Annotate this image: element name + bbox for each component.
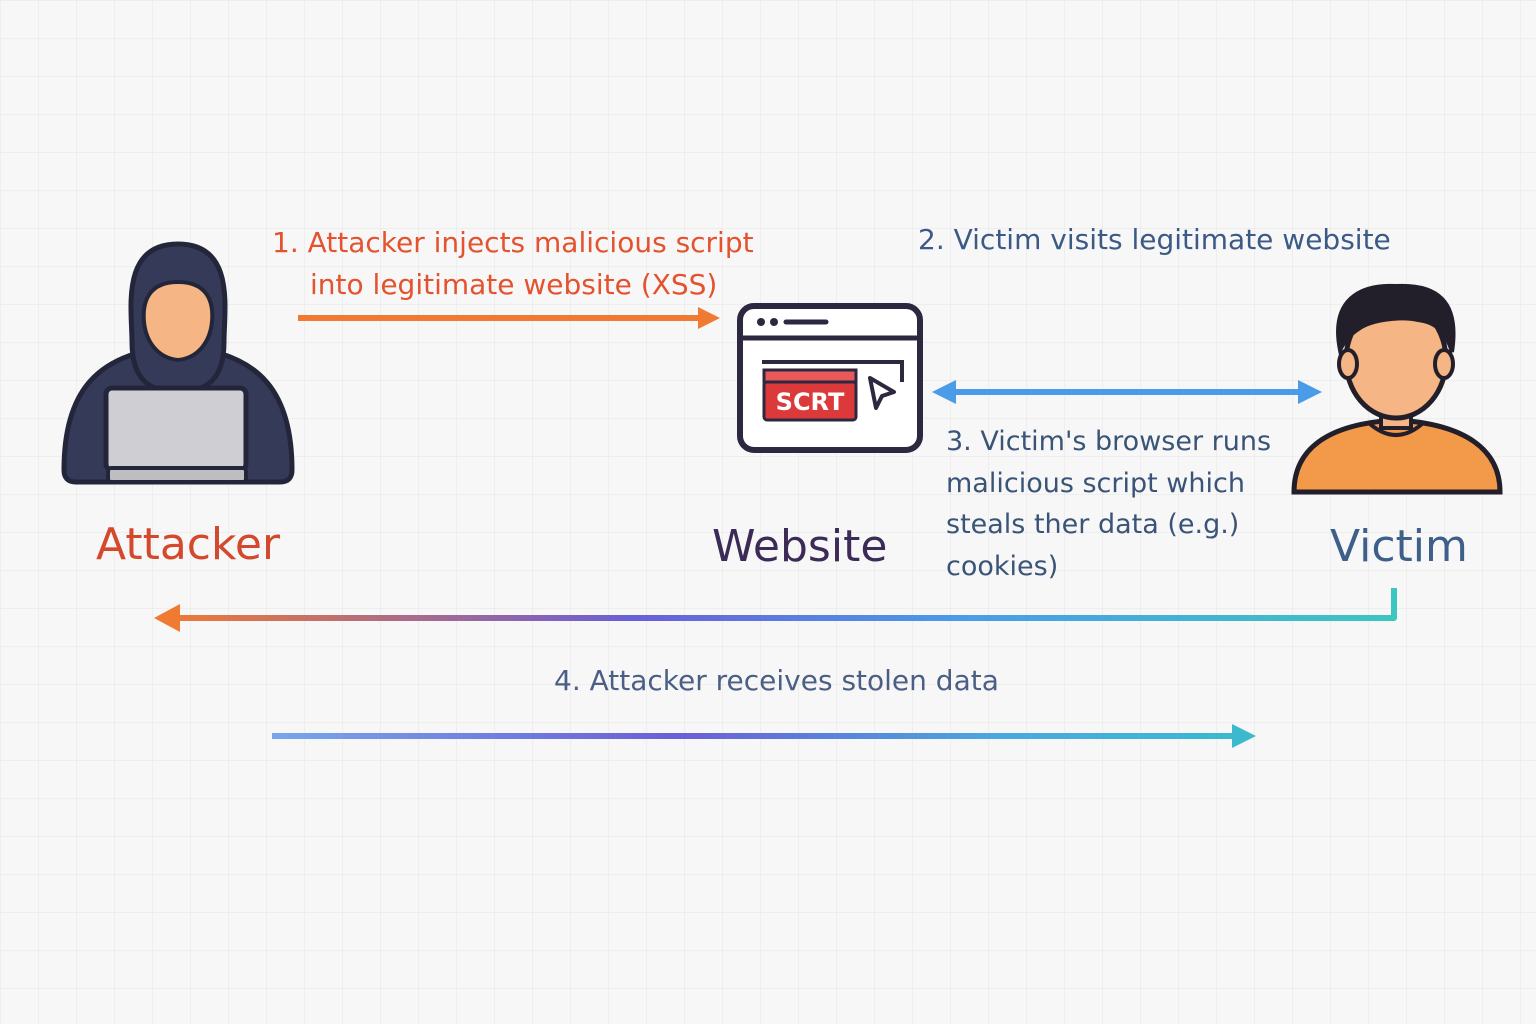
step-3-label: 3. Victim's browser runs malicious scrip… [946, 421, 1306, 587]
browser-dot-icon [770, 318, 778, 326]
step-4-label: 4. Attacker receives stolen data [554, 664, 999, 697]
cursor-arrow-icon [868, 376, 896, 410]
arrow-inject [298, 307, 720, 329]
script-badge-label: SCRT [776, 388, 845, 416]
step-1-line-1: 1. Attacker injects malicious script [272, 226, 754, 259]
victim-label: Victim [1330, 521, 1468, 572]
arrow-receive [272, 724, 1256, 748]
step-1-label: 1. Attacker injects malicious script int… [272, 222, 792, 306]
victim-person-icon [1291, 283, 1503, 495]
step-3-line-4: cookies) [946, 550, 1059, 582]
step-1-line-2: into legitimate website (XSS) [310, 268, 718, 301]
step-3-line-2: malicious script which [946, 467, 1245, 499]
step-3-line-3: steals ther data (e.g.) [946, 509, 1240, 540]
website-browser-icon: SCRT [737, 303, 923, 453]
browser-dot-icon [757, 318, 765, 326]
website-label: Website [712, 521, 888, 572]
step-3-line-1: 3. Victim's browser runs [946, 426, 1272, 457]
attacker-hacker-icon [61, 241, 295, 485]
arrow-exfiltrate [154, 588, 1397, 632]
attacker-label: Attacker [96, 519, 281, 570]
step-2-label: 2. Victim visits legitimate website [918, 223, 1391, 256]
arrow-visit-bidirectional [932, 380, 1322, 404]
